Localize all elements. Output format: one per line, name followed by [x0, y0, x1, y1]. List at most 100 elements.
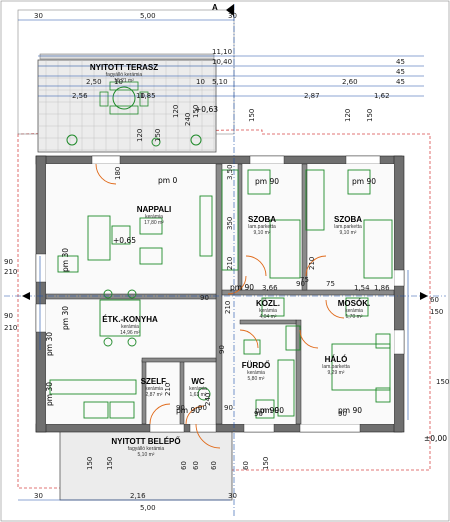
dimension-label: 45: [396, 58, 405, 66]
room-area: 5,80 m²: [248, 376, 265, 382]
terrace-chair: [99, 91, 109, 107]
dimension-label: 75: [300, 276, 309, 284]
dimension-label: 150: [262, 457, 270, 470]
dimension-label: 150: [248, 109, 256, 122]
dimension-label: 1,86: [374, 284, 390, 292]
dimension-lines: [4, 4, 446, 516]
dimension-label: 11,10: [212, 48, 232, 56]
parapet-label: pm 30: [45, 332, 54, 356]
room-name: NAPPALI: [137, 205, 172, 214]
walls: [35, 155, 405, 433]
opening: [299, 423, 361, 433]
parapet-label: pm 90: [176, 406, 200, 415]
terrace-level: +0,63: [195, 105, 218, 114]
parapet-label: pm 90: [260, 406, 284, 415]
opening: [35, 253, 47, 283]
dimension-label: 5,00: [140, 12, 156, 20]
section-arrow-icon: [226, 4, 234, 16]
room-name: WC: [191, 377, 205, 386]
dimension-label: 3,50: [226, 164, 234, 180]
nappali-level: +0,65: [113, 236, 136, 245]
parapet-label: pm 90: [230, 283, 254, 292]
room-area: 9,10 m²: [340, 230, 357, 236]
dimension-label: 10: [114, 78, 123, 86]
room-floor: kerámia: [189, 386, 207, 392]
dimension-label: 30: [228, 12, 237, 20]
dimension-label: 5,10: [212, 78, 228, 86]
dimension-label: 210: [164, 383, 172, 396]
room-floor: fagyálló kerámia: [128, 446, 165, 452]
terrace-chair: [109, 105, 139, 115]
dimension-label: 45: [396, 68, 405, 76]
room-name: MOSÓK.: [338, 299, 370, 308]
terrace-table: [112, 86, 136, 110]
dimension-label: 10: [196, 78, 205, 86]
room-floor: lam.parketta: [248, 224, 276, 230]
dimension-label: 350: [226, 217, 234, 230]
room-floor: fagyálló kerámia: [106, 72, 143, 78]
room-area: 9,10 m²: [254, 230, 271, 236]
parapet-label: pm 90: [338, 406, 362, 415]
dimension-label: 2,87: [304, 92, 320, 100]
dimension-label: 150: [192, 105, 200, 118]
dimension-label: 210: [224, 301, 232, 314]
dimension-label: 180: [114, 167, 122, 180]
room-area: 16,21 m²: [114, 78, 134, 84]
room-area: 1,70 m²: [346, 314, 363, 320]
room-floor: kerámia: [247, 370, 265, 376]
dimension-label: 5,00: [140, 504, 156, 512]
opening: [393, 269, 405, 287]
dimension-label: 90: [218, 345, 226, 354]
dimension-label: 30: [34, 492, 43, 500]
room-floor: lam.parketta: [334, 224, 362, 230]
dimension-label: 150: [106, 457, 114, 470]
dimension-label: 120: [172, 105, 180, 118]
room-area: 4,04 m²: [260, 314, 277, 320]
opening: [243, 423, 275, 433]
room-area: 9,29 m²: [328, 370, 345, 376]
room-area: 17,80 m²: [144, 220, 164, 226]
door-swings: [95, 163, 345, 449]
room-name: NYITOTT BELÉPŐ: [111, 437, 180, 446]
dimension-label: 10,40: [212, 58, 232, 66]
dimension-label: 1,54: [354, 284, 370, 292]
partitions: [45, 163, 395, 425]
plant-icon: [190, 134, 202, 146]
dimension-label: 150: [436, 378, 449, 386]
room-area: 14,96 m²: [120, 330, 140, 336]
section-arrow-icon: [420, 292, 428, 300]
dimension-label: 210: [4, 324, 17, 332]
section-label: A: [212, 3, 218, 12]
room-name: SZOBA: [248, 215, 276, 224]
room-name: KÖZL.: [256, 299, 280, 308]
dimension-label: 90: [254, 410, 263, 418]
parapet-label: pm 30: [61, 306, 70, 330]
dimension-label: 150: [86, 457, 94, 470]
parapet-label: pm 90: [255, 406, 279, 415]
dimension-label: 10: [136, 92, 145, 100]
dimension-label: 60: [192, 461, 200, 470]
room-area: 1,63 m²: [190, 392, 207, 398]
room-area: 5,10 m²: [138, 452, 155, 458]
dimension-label: 150: [366, 109, 374, 122]
dimension-label: 3,66: [262, 284, 278, 292]
room-floor: kerámia: [145, 386, 163, 392]
room-name: SZELF.: [141, 377, 168, 386]
dimension-label: 90: [4, 258, 13, 266]
dimension-label: 210: [4, 268, 17, 276]
dimension-label: 1,62: [374, 92, 390, 100]
opening: [35, 303, 47, 333]
terrace-railing: [39, 53, 215, 60]
room-floor: kerámia: [345, 308, 363, 314]
